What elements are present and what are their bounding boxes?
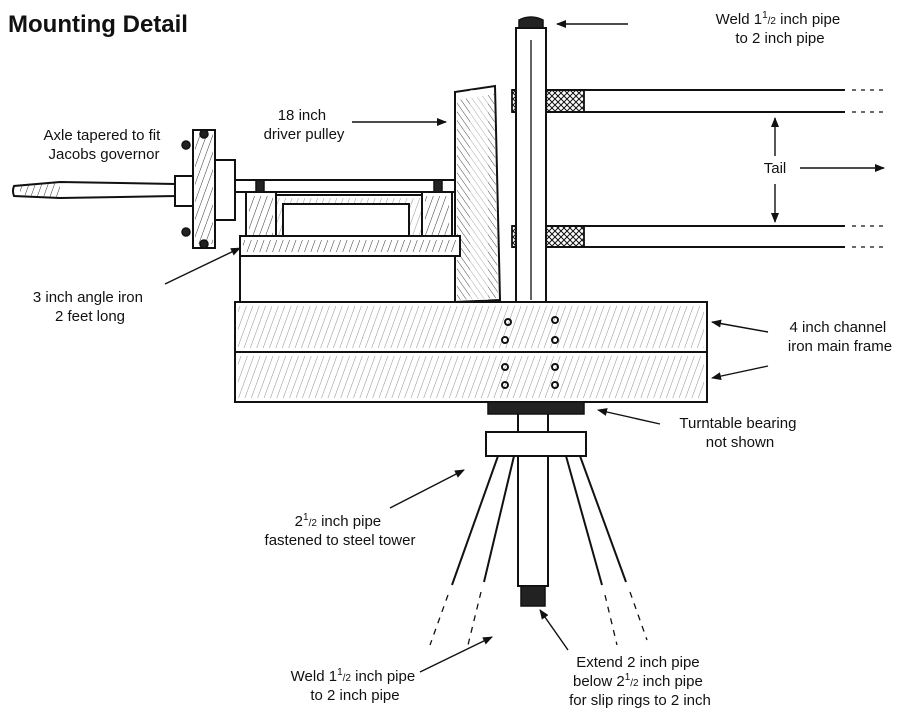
tail-booms bbox=[511, 89, 885, 248]
label-pipe-2-5: 21/2 inch pipe fastened to steel tower bbox=[265, 512, 416, 549]
channel-frame bbox=[234, 301, 708, 403]
turntable-and-tower-pipes bbox=[429, 401, 648, 646]
label-turntable: Turntable bearing not shown bbox=[679, 415, 800, 451]
label-weld-top: Weld 11/2 inch pipe to 2 inch pipe bbox=[716, 10, 845, 47]
label-axle: Axle tapered to fit Jacobs governor bbox=[44, 127, 165, 163]
label-extend-pipe: Extend 2 inch pipe below 21/2 inch pipe … bbox=[569, 654, 711, 709]
vertical-pipe bbox=[515, 16, 547, 309]
bearing-assembly bbox=[239, 179, 461, 303]
label-channel-frame: 4 inch channel iron main frame bbox=[788, 319, 892, 355]
label-tail: Tail bbox=[764, 160, 787, 177]
label-angle-iron: 3 inch angle iron 2 feet long bbox=[33, 289, 147, 325]
label-driver-pulley: 18 inch driver pulley bbox=[264, 107, 345, 143]
label-weld-bottom: Weld 11/2 inch pipe to 2 inch pipe bbox=[291, 667, 420, 704]
driver-pulley bbox=[454, 84, 502, 304]
diagram-title: Mounting Detail bbox=[8, 11, 188, 38]
